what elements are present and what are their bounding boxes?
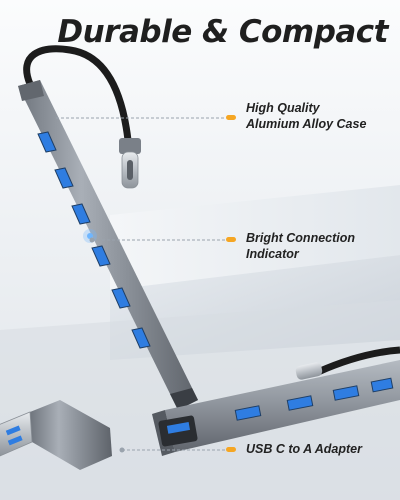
usb-a-port-icon bbox=[131, 327, 151, 349]
usb-hub-vertical bbox=[18, 80, 198, 410]
usb-a-port-icon bbox=[54, 167, 74, 189]
usb-a-port-icon bbox=[91, 245, 111, 267]
accent-dot bbox=[226, 237, 236, 242]
callout-line: High Quality bbox=[246, 101, 320, 115]
callout-indicator: Bright Connection Indicator bbox=[246, 230, 355, 262]
usb-hub-horizontal bbox=[152, 346, 400, 456]
callout-line: Alumium Alloy Case bbox=[246, 117, 367, 131]
usb-a-port-icon bbox=[286, 395, 314, 411]
callout-line: USB C to A Adapter bbox=[246, 442, 362, 456]
usb-c-plug-icon bbox=[119, 138, 141, 189]
usb-a-port-icon bbox=[111, 287, 131, 309]
callout-line: Indicator bbox=[246, 247, 299, 261]
callout-adapter: USB C to A Adapter bbox=[246, 441, 362, 457]
led-indicator bbox=[87, 233, 93, 239]
callout-line: Bright Connection bbox=[246, 231, 356, 245]
usb-a-port-icon bbox=[332, 385, 360, 401]
accent-dot bbox=[226, 115, 236, 120]
usb-a-plug-icon bbox=[0, 400, 112, 470]
usb-a-port-icon bbox=[234, 405, 262, 421]
usb-a-port-icon bbox=[370, 377, 394, 393]
callout-alloy-case: High Quality Alumium Alloy Case bbox=[246, 100, 366, 132]
accent-dot bbox=[226, 447, 236, 452]
usb-a-port-icon bbox=[71, 203, 91, 225]
headline: Durable & Compact bbox=[57, 14, 388, 50]
usb-a-port-icon bbox=[37, 131, 57, 153]
